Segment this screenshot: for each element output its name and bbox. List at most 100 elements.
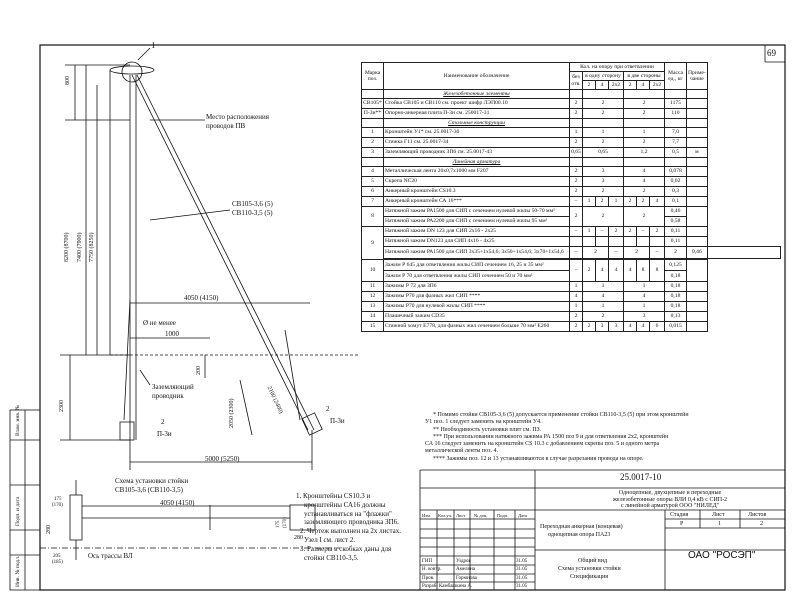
side-stamp-sign: Подп. и дата — [15, 496, 21, 526]
ground-label-1: Заземляющий — [152, 383, 194, 391]
drawing-code: 25.0017-10 — [620, 472, 662, 482]
person-role: Н. контр. — [422, 567, 442, 572]
title-desc-3: с линейной арматурой ООО "НИЛЕД" — [620, 503, 720, 509]
header-qty: Кол. на опору при ответвлении — [569, 62, 665, 72]
scheme-note: кронштейны СА16 должны — [304, 500, 386, 509]
table-row: Натяжной зажим DN123 для СИП 4х16 - 4х25… — [362, 236, 781, 247]
dim-7750: 7750 (8250) — [89, 232, 95, 263]
person-role: Разраб. — [422, 584, 438, 589]
axis-label: Ось трассы ВЛ — [88, 552, 133, 560]
dim-175a: 175 — [54, 497, 62, 502]
dim-200: 200 — [196, 366, 202, 375]
table-row: Натяжной зажим РА1500 для СИП 3х35+1х54,… — [362, 246, 782, 259]
section-title: Железобетонные элементы — [383, 89, 570, 99]
header-mark: Марка поз. — [361, 62, 384, 90]
dim-2050: 2050 (2300) — [229, 398, 235, 429]
title-desc-1: Одноцепные, двухцепные и переходные — [618, 490, 722, 496]
footnote: СА 16 следует заменить на кронштейн CS 1… — [425, 441, 660, 448]
min-label: Ø не менее — [143, 319, 176, 327]
sub-col: 2х2 — [649, 80, 665, 90]
tb-col: Дата — [518, 513, 527, 518]
title-desc-2: железобетонные опоры ВЛИ 0,4 кВ с СИП-2 — [612, 497, 728, 503]
dim-5000: 5000 (5250) — [205, 455, 240, 463]
scheme-note: 2. Чертеж выполнен на 2х листах. — [300, 527, 402, 536]
person-date: 31.05 — [516, 584, 528, 589]
pv-location-label: Место расположения — [206, 113, 269, 121]
section-title: Линейная арматура — [383, 157, 570, 167]
scheme-notes: 1. Кронштейны CS10.3 и кронштейны СА16 д… — [296, 492, 401, 562]
footnotes: * Помимо стойки СВ105-3,6 (5) допускаетс… — [425, 412, 785, 463]
callout-2a: 2 — [161, 418, 165, 426]
scheme-note: Узел I см. лист 2. — [304, 535, 355, 544]
plate-label-a: П-3и — [157, 430, 172, 438]
sub-col: 4 — [595, 80, 609, 90]
person-role: ГИП — [422, 559, 433, 564]
title-name-5: Спецификация — [570, 574, 609, 580]
ground-label-2: проводник — [152, 392, 184, 400]
scheme-note: 3. Размеры в скобках даны для — [300, 544, 392, 553]
footnote: металлической ленты поз. 4. — [425, 448, 498, 455]
tb-col: № док. — [474, 513, 488, 518]
dim-2300: 2300 — [59, 400, 65, 412]
callout-2b: 2 — [326, 405, 330, 413]
dim-7400: 7400 (7900) — [77, 232, 83, 263]
dim-205: 205 — [53, 554, 61, 559]
plate-label-b: П-3и — [330, 417, 345, 425]
table-row: П-3и**Опорно-анкерная плита П-3и см. 250… — [361, 108, 781, 119]
footnote: * Помимо стойки СВ105-3,6 (5) допускаетс… — [433, 412, 689, 418]
tb-col: Кол.уч. — [438, 513, 452, 518]
title-name-1: Переходная анкерная (концевая) — [540, 524, 623, 530]
dim-8200: 8200 (8700) — [64, 232, 70, 263]
dim-170a: (170) — [52, 503, 63, 508]
person-name: Амелина — [456, 567, 476, 572]
title-name-2: одноцепная опора ПА23 — [548, 532, 611, 538]
dim-280a: 280 — [46, 525, 52, 534]
scheme-note: заземляющего проводника ЗП6. — [304, 518, 399, 527]
person-name: Горюнова — [456, 576, 477, 581]
dim-4050b: 4050 (4150) — [160, 499, 195, 507]
company-name: ОАО "РОСЭП" — [688, 550, 756, 561]
tb-col: Подп. — [497, 513, 509, 518]
specification-table: Марка поз. Наименование обозначение Кол.… — [361, 62, 782, 332]
person-date: 31.05 — [516, 567, 528, 572]
sheet-value: 1 — [718, 521, 721, 527]
person-date: 31.05 — [516, 559, 528, 564]
tb-col: Лист — [456, 513, 466, 518]
callout-I: I — [152, 41, 155, 50]
section-title: Стальные конструкции — [383, 118, 570, 128]
header-none: без отв. — [569, 71, 583, 90]
header-name: Наименование обозначение — [383, 62, 570, 90]
header-mass: Масса ед., кг — [664, 62, 687, 90]
header-note: Приме- чание — [686, 62, 708, 90]
sub-col: 2 — [623, 80, 637, 90]
scheme-note: стойки СВ110-3,5. — [304, 553, 359, 562]
title-name-3: Общий вид — [578, 558, 608, 564]
dim-1000: 1000 — [165, 330, 179, 338]
header-one: в одну сторону — [582, 71, 624, 81]
dim-4050: 4050 (4150) — [184, 294, 219, 302]
pv-location-label-2: проводов ПВ — [206, 122, 246, 130]
stage-value: Р — [680, 521, 684, 527]
footnote: ** Необходимость установки плит см. ПЗ. — [433, 426, 542, 433]
scheme-note: устанавливаться на "флажки" — [304, 509, 392, 518]
person-role: Пров. — [422, 576, 435, 581]
sheets-value: 2 — [760, 521, 763, 527]
person-name: Камбашкина А. — [439, 584, 473, 589]
side-stamp-inv: Инв. № подл. — [15, 555, 21, 587]
person-name: Уздров — [456, 559, 471, 564]
scheme-note: 1. Кронштейны CS10.3 и — [296, 492, 371, 500]
